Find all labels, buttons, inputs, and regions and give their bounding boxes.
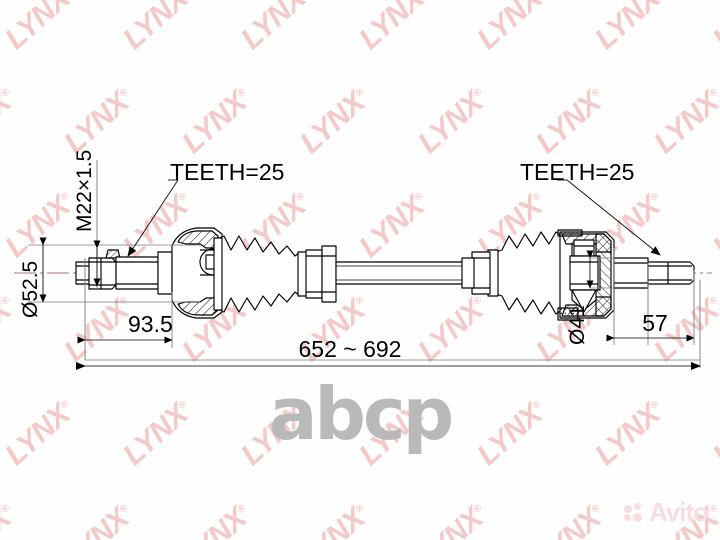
label-diameter-right: Ø41 — [566, 305, 589, 345]
label-length-right: 57 — [642, 310, 668, 336]
avito-dots-icon — [623, 502, 646, 524]
leader-teeth-left — [127, 179, 179, 257]
left-cv-boot — [213, 235, 309, 313]
avito-watermark: Avito — [623, 497, 709, 528]
right-boot-sleeve — [461, 251, 491, 295]
abcp-watermark: abcp — [268, 372, 454, 456]
right-cv-boot — [487, 231, 563, 315]
label-thread-spec: M22×1.5 — [73, 150, 96, 232]
label-teeth-right: TEETH=25 — [520, 159, 634, 185]
label-total-length: 652 ~ 692 — [299, 336, 402, 362]
left-splined-shaft — [115, 251, 173, 295]
label-length-left: 93.5 — [128, 311, 173, 337]
label-teeth-left: TEETH=25 — [170, 159, 284, 185]
left-nut — [88, 249, 121, 290]
left-boot-clamp — [305, 245, 337, 303]
right-splined-shaft — [613, 257, 695, 289]
avito-wordmark: Avito — [648, 497, 709, 527]
label-diameter-left: Ø52.5 — [19, 261, 42, 318]
leader-teeth-right — [566, 179, 661, 256]
